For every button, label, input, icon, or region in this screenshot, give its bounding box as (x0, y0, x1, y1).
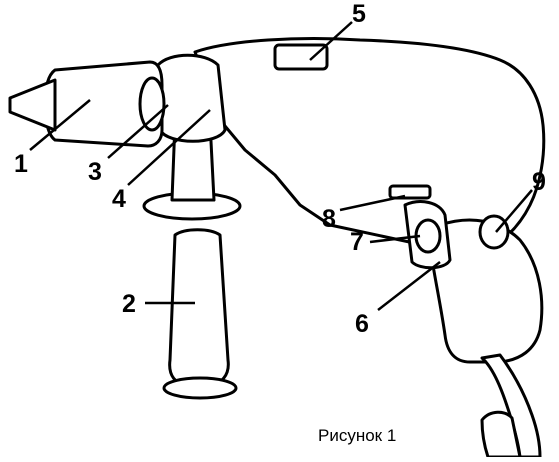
leader-5 (309, 21, 353, 61)
callout-8: 8 (322, 205, 336, 233)
leader-6 (377, 261, 441, 311)
callout-6: 6 (355, 310, 369, 338)
reverse-switch (388, 184, 432, 200)
callout-9: 9 (532, 168, 546, 196)
callout-2: 2 (122, 290, 136, 318)
callout-5: 5 (352, 0, 366, 28)
gear-housing (156, 53, 227, 143)
chuck-tip (8, 78, 57, 132)
side-handle (168, 228, 230, 388)
callout-4: 4 (112, 185, 126, 213)
leader-8 (339, 194, 406, 212)
callout-7: 7 (350, 228, 364, 256)
chuck-ring (138, 76, 166, 132)
leader-9 (495, 189, 533, 233)
leader-4 (127, 109, 211, 186)
mode-switch (273, 43, 329, 71)
callout-3: 3 (88, 158, 102, 186)
speed-wheel (478, 214, 510, 250)
figure-caption: Рисунок 1 (318, 426, 397, 445)
side-handle-cap (162, 376, 238, 400)
leader-7 (369, 234, 421, 244)
leader-3 (107, 104, 169, 159)
callout-1: 1 (14, 150, 28, 178)
pistol-grip (428, 218, 544, 364)
leader-1 (29, 99, 91, 151)
